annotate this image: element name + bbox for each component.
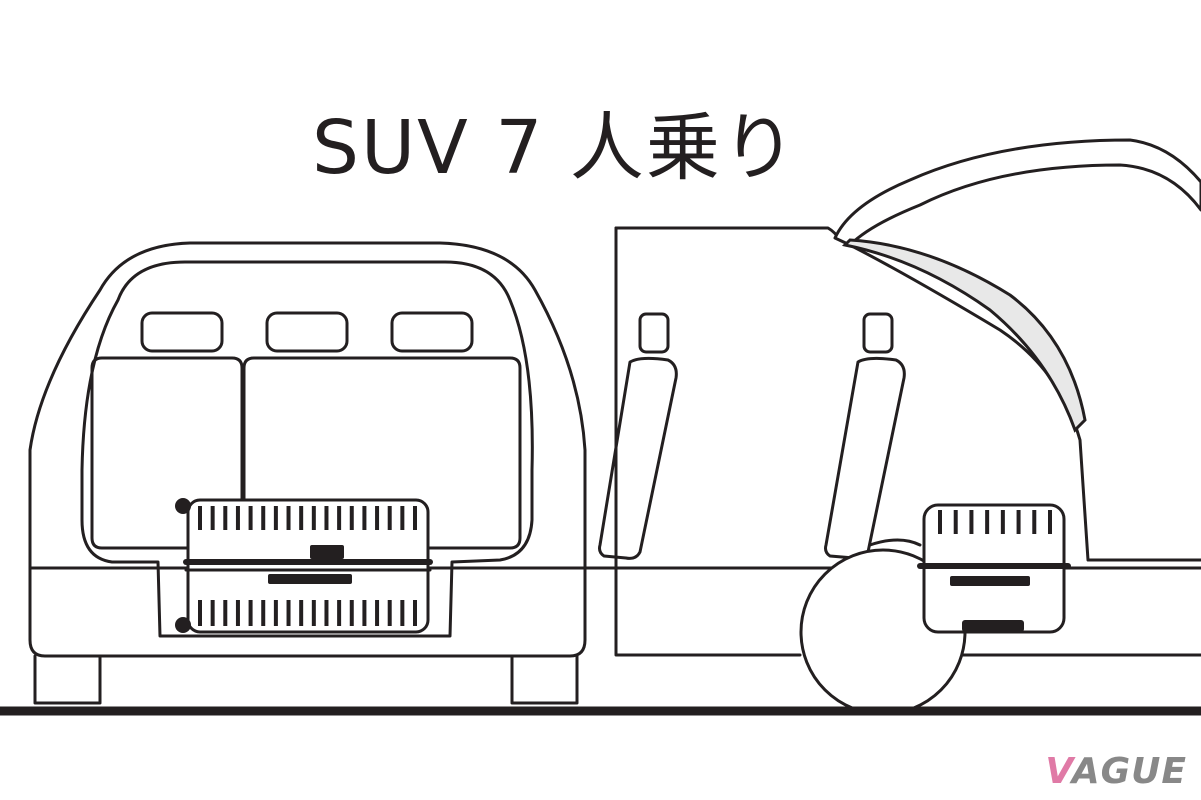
headrest-right: [390, 311, 474, 353]
suitcase-rib: [349, 506, 354, 530]
suitcase-rib: [235, 506, 240, 530]
rear-wheel-right: [510, 654, 579, 705]
suitcase-large: [175, 498, 433, 634]
rear-body-outline: [28, 241, 587, 658]
suitcase-rib: [248, 506, 253, 530]
side-body-outline: [614, 226, 1201, 562]
suitcase-rib: [235, 600, 240, 626]
suitcase-rib: [198, 600, 202, 626]
suitcase-rib: [337, 506, 342, 530]
seat-cushion-rear: [868, 538, 922, 547]
suitcase-rib: [311, 600, 316, 626]
suitcase-rib: [273, 600, 278, 626]
suitcase-large-body: [186, 498, 430, 634]
side-body-front: [614, 226, 802, 657]
suitcase-large-wheel-top: [175, 498, 191, 514]
suitcase-large-wheel-bottom: [175, 617, 191, 633]
suitcase-small: [917, 503, 1071, 634]
seatback-left: [90, 356, 244, 550]
vague-logo: VAGUE: [1045, 751, 1187, 792]
side-seatback-front: [598, 356, 678, 560]
suitcase-rib: [198, 506, 202, 530]
suitcase-large-lock: [310, 545, 344, 559]
suitcase-rib: [387, 506, 392, 530]
suitcase-rib: [261, 506, 266, 530]
headrest-center: [265, 311, 349, 353]
suitcase-rib: [324, 506, 329, 530]
suitcase-rib: [375, 506, 380, 530]
suv-rear-view: [28, 241, 587, 705]
suitcase-rib: [337, 600, 342, 626]
suitcase-rib: [375, 600, 380, 626]
rear-hatch-opening: [80, 260, 534, 638]
suitcase-rib: [248, 600, 253, 626]
suitcase-large-ribs-top: [198, 506, 417, 530]
suitcase-rib: [324, 600, 329, 626]
suitcase-rib: [969, 510, 974, 534]
suitcase-rib: [299, 506, 304, 530]
suitcase-rib: [1000, 510, 1005, 534]
rear-wheel-left: [33, 654, 102, 705]
suitcase-rib: [1032, 510, 1037, 534]
suitcase-rib: [362, 600, 367, 626]
suitcase-rib: [261, 600, 266, 626]
suitcase-rib: [349, 600, 354, 626]
suitcase-rib: [985, 510, 990, 534]
side-headrest-front: [638, 312, 670, 354]
suitcase-rib: [223, 506, 228, 530]
suitcase-rib: [400, 506, 405, 530]
suitcase-rib: [1048, 510, 1052, 534]
suitcase-large-ribs-bottom: [198, 600, 417, 626]
suitcase-large-handle: [268, 574, 352, 584]
suitcase-rib: [938, 510, 942, 534]
suitcase-rib: [953, 510, 958, 534]
suv-side-view: [583, 138, 1201, 716]
seatback-right: [242, 356, 522, 550]
suitcase-small-base: [962, 620, 1024, 632]
suitcase-rib: [299, 600, 304, 626]
suitcase-rib: [387, 600, 392, 626]
suitcase-rib: [362, 506, 367, 530]
suitcase-rib: [210, 506, 215, 530]
suitcase-rib: [400, 600, 405, 626]
suitcase-rib: [286, 600, 291, 626]
suitcase-rib: [286, 506, 291, 530]
diagram-title: SUV 7 人乗り: [312, 105, 798, 191]
suitcase-rib: [273, 506, 278, 530]
suitcase-small-handle: [950, 576, 1030, 586]
hatch-interior: [841, 238, 1087, 433]
side-headrest-rear: [862, 312, 894, 354]
suitcase-rib: [210, 600, 215, 626]
suitcase-rib: [1016, 510, 1021, 534]
suitcase-rib: [413, 600, 417, 626]
suitcase-rib: [311, 506, 316, 530]
headrest-left: [140, 311, 224, 353]
suitcase-small-ribs: [938, 510, 1052, 534]
side-seatback-rear: [824, 356, 906, 560]
suitcase-rib: [223, 600, 228, 626]
suitcase-rib: [413, 506, 417, 530]
open-tailgate: [833, 138, 1201, 247]
